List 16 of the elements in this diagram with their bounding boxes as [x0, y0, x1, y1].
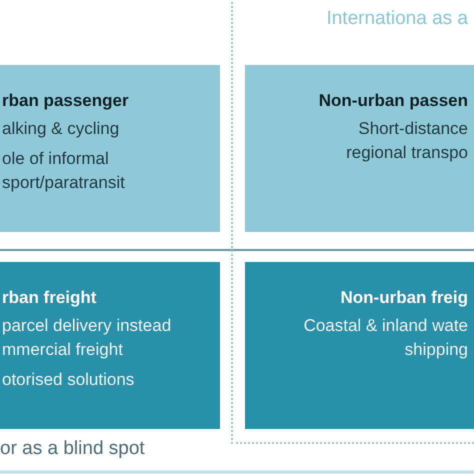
box-heading: Non-urban freig: [340, 287, 469, 309]
box-text: ole of informal sport/paratransit: [1, 148, 126, 194]
box-heading: Non-urban passen: [318, 90, 469, 112]
box-text: alking & cycling: [1, 118, 120, 140]
dotted-region: [231, 0, 474, 444]
box-heading: rban passenger: [1, 90, 130, 112]
box-text: otorised solutions: [1, 369, 136, 391]
box-heading: rban freight: [1, 287, 98, 309]
category-box: [0, 65, 220, 232]
region-heading: Internationa as a: [325, 7, 468, 31]
category-box: [245, 65, 474, 232]
note-text: or as a blind spot: [0, 437, 145, 461]
category-box: [245, 262, 474, 429]
category-box: [0, 262, 220, 429]
box-text: Short-distance regional transpo: [345, 118, 469, 164]
box-text: Coastal & inland wate shipping: [302, 315, 469, 361]
